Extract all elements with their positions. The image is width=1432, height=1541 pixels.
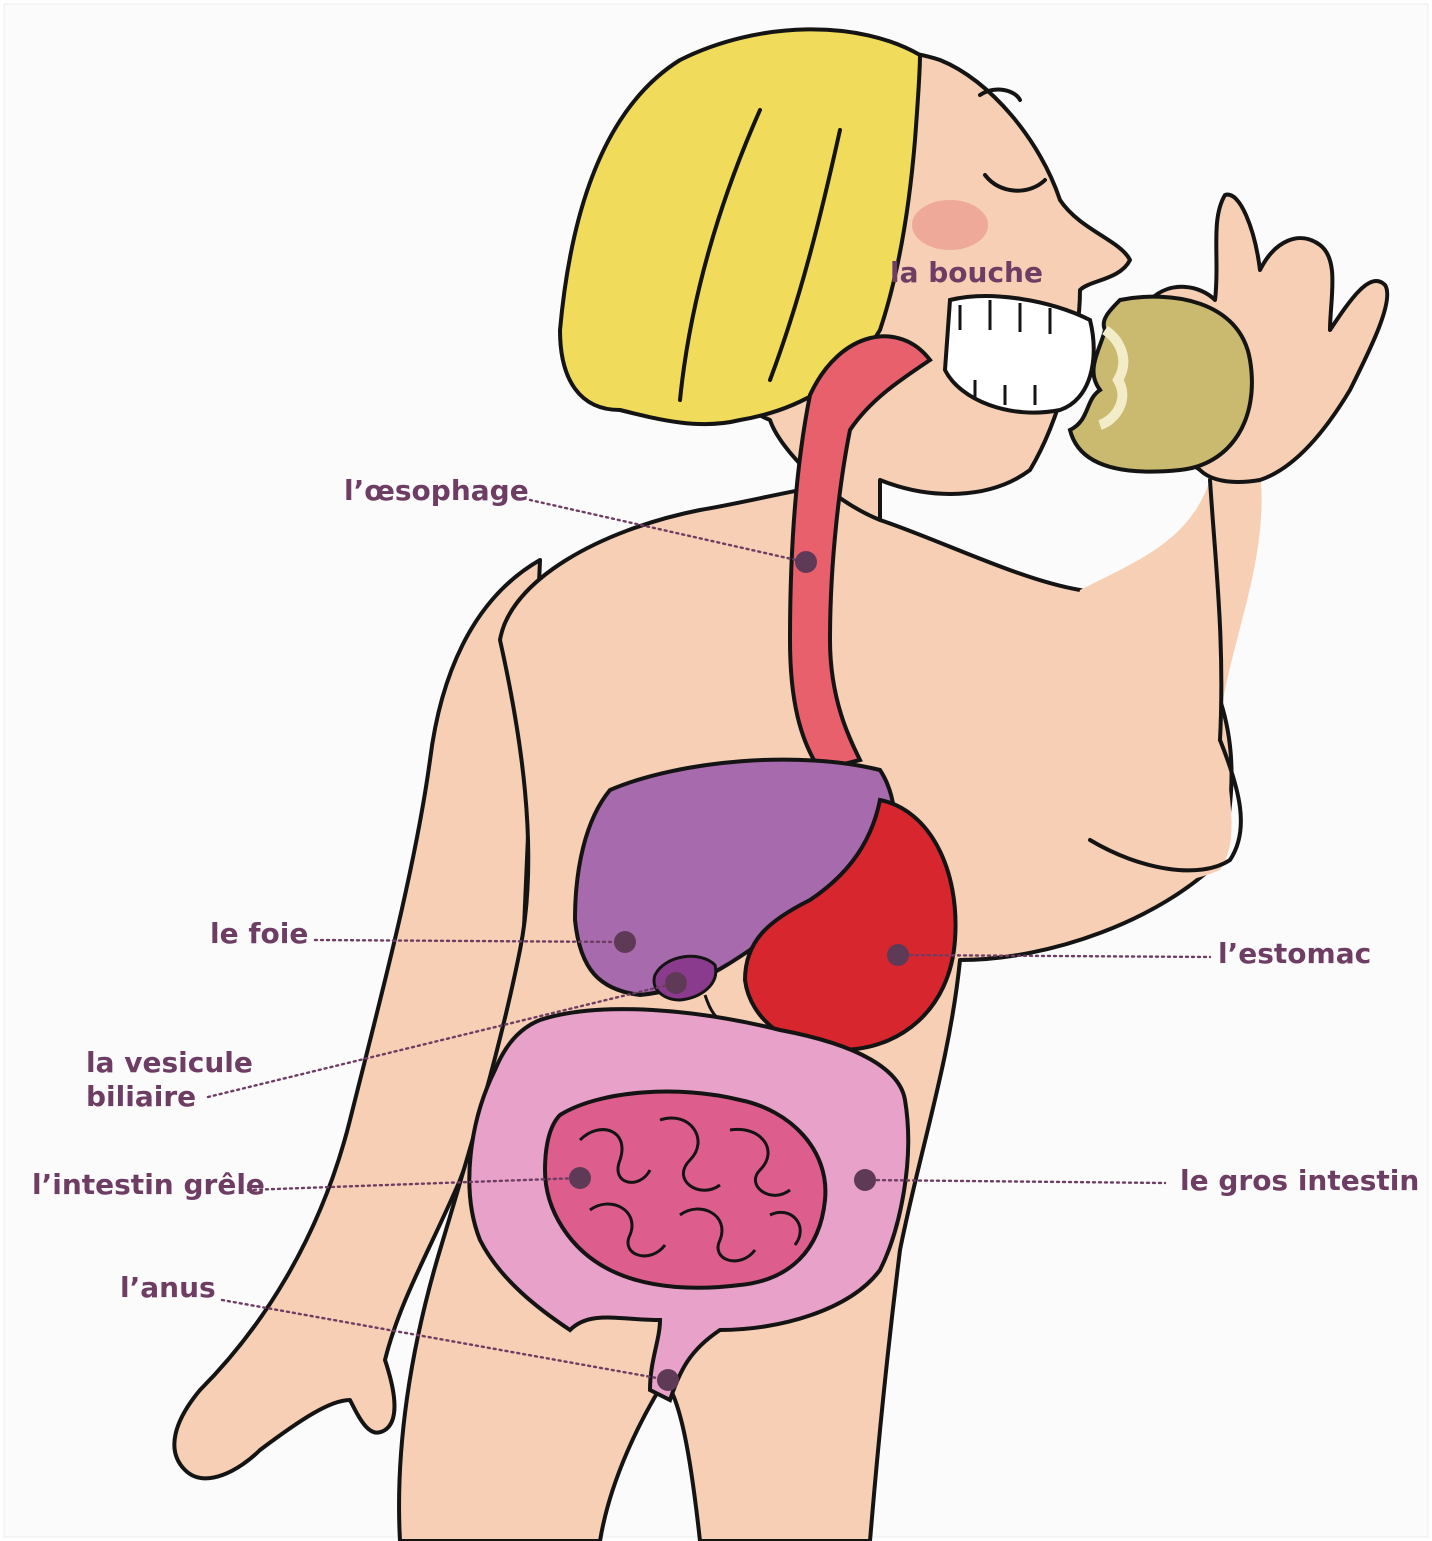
small-intestine-label: l’intestin grêle <box>32 1168 265 1201</box>
cheek <box>912 200 988 250</box>
mouth-label: la bouche <box>890 256 1043 289</box>
gallbladder-label-line1: la vesicule <box>86 1046 253 1079</box>
large-intestine-label: le gros intestin <box>1180 1164 1419 1197</box>
large-intestine-dot <box>854 1169 876 1191</box>
stomach-label: l’estomac <box>1218 937 1371 970</box>
anus-dot <box>657 1369 679 1391</box>
esophagus-label: l’œsophage <box>344 474 529 507</box>
gallbladder-dot <box>665 972 687 994</box>
esophagus-dot <box>795 551 817 573</box>
gallbladder-label-line2: biliaire <box>86 1080 196 1113</box>
stomach-dot <box>887 944 909 966</box>
liver-label: le foie <box>210 917 308 950</box>
anus-label: l’anus <box>120 1271 216 1304</box>
small-intestine-dot <box>569 1167 591 1189</box>
liver-dot <box>614 931 636 953</box>
